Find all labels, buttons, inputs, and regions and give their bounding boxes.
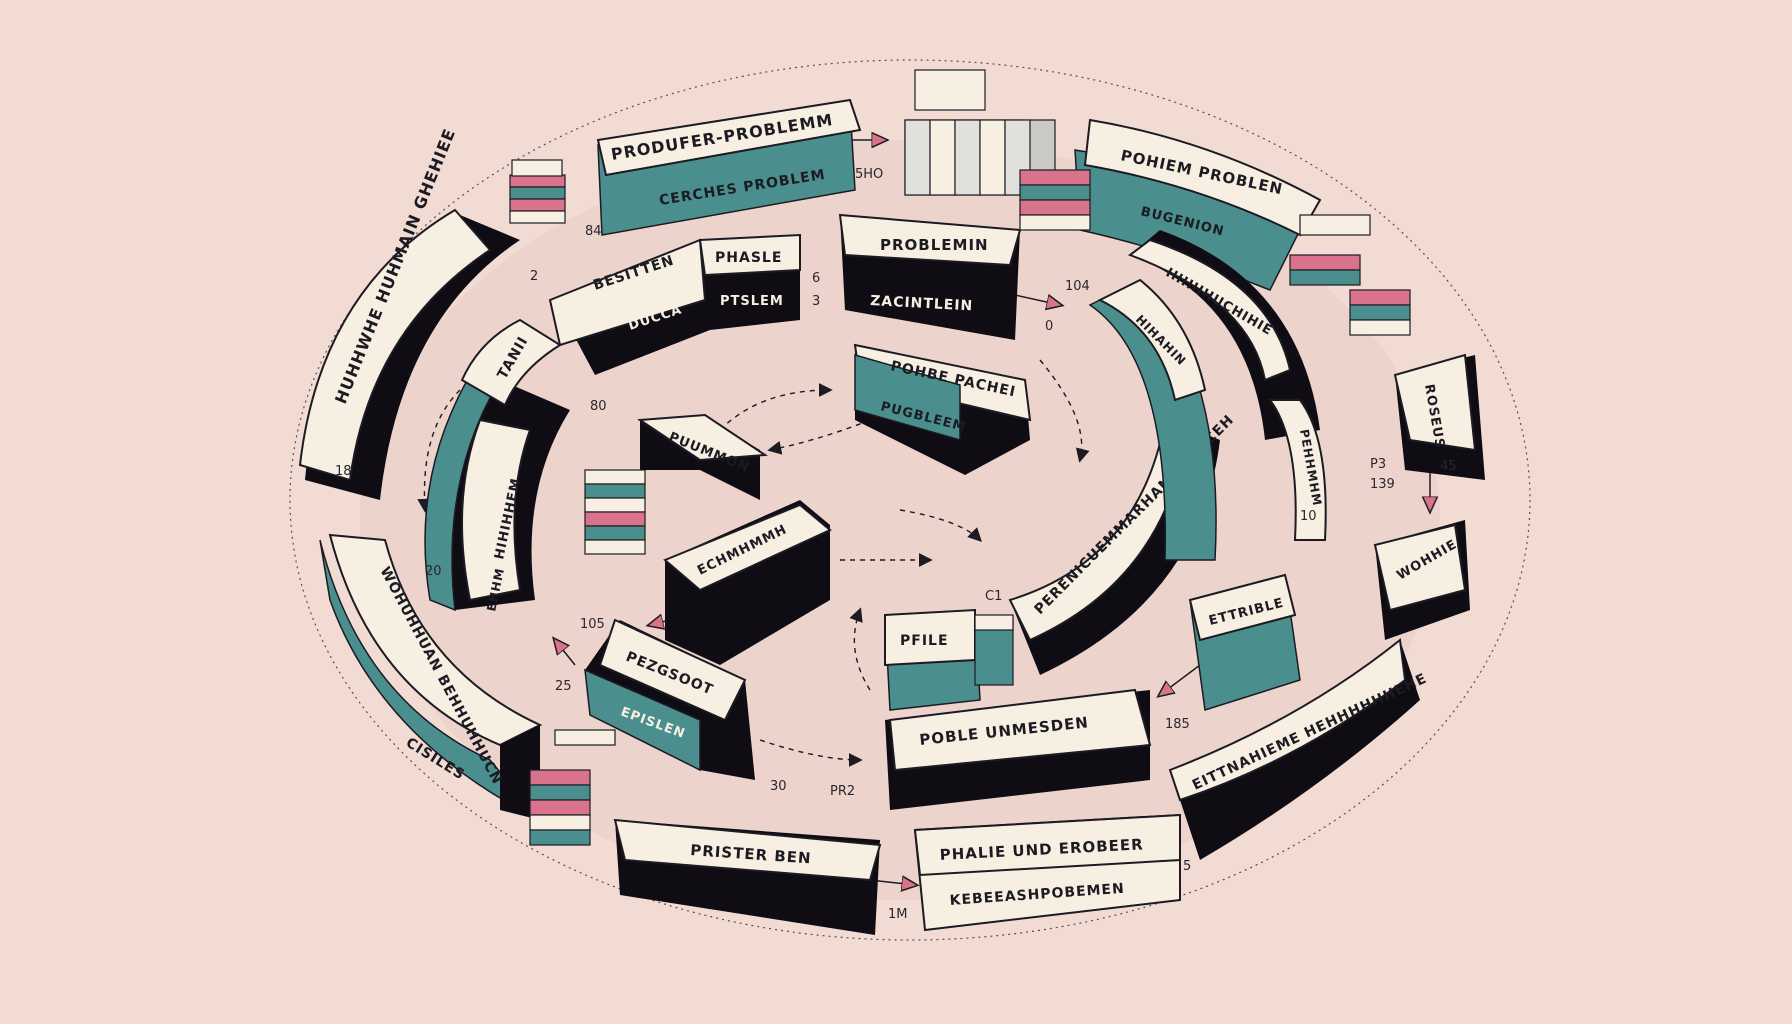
label-phase: PHASLE [715, 250, 782, 266]
step-number: 30 [770, 779, 787, 794]
book-stack [974, 614, 1014, 686]
connector-arrow [1039, 359, 1090, 463]
step-number: P3 [1370, 457, 1386, 472]
book-stack [904, 69, 1091, 231]
ribbon-phase: BESITTEN PHASLE DUCCA PTSLEM [548, 233, 801, 375]
outer-dotted-ellipse [289, 59, 1531, 941]
book-stack [529, 729, 616, 846]
step-number: 139 [1370, 477, 1395, 492]
ribbon-pfile: PFILE [884, 608, 981, 711]
pink-arrow [1014, 295, 1060, 305]
step-number: 3 [812, 294, 820, 309]
ribbon-prister-ben: PRISTER BEN [613, 818, 882, 935]
ribbon-right-outer: ROSEUS WOHHIE [1373, 353, 1485, 640]
step-number: 104 [1065, 279, 1090, 294]
label-problemin: PROBLEMIN [880, 236, 989, 254]
connector-arrow [719, 383, 833, 431]
step-number: 185 [1165, 717, 1190, 732]
ribbon-phalie: PHALIE UND EROBEER KEBEEASHPOBEMEN [913, 813, 1181, 932]
connector-arrow [417, 389, 461, 513]
book-stack [509, 159, 566, 224]
book-stack [584, 469, 646, 555]
step-number: 0 [1045, 319, 1053, 334]
step-number: 18 [335, 464, 352, 479]
ribbon-pezgsoot: PEZGSOOT EPISLEN [584, 618, 755, 780]
book-stacks [509, 69, 1411, 846]
step-number: 1M [888, 907, 908, 922]
step-number: 25 [555, 679, 572, 694]
step-number: 2 [530, 269, 538, 284]
connector-arrow [767, 419, 871, 455]
ribbon-problemin: PROBLEMIN ZACINTLEIN [838, 213, 1022, 340]
step-number: 10 [1300, 509, 1317, 524]
step-number: 5 [1183, 859, 1191, 874]
step-number: 20 [425, 564, 442, 579]
connector-arrow [849, 607, 871, 691]
label-pfile: PFILE [900, 633, 949, 649]
ribbon-center: POHBE PACHEI PUGBLEEM [853, 343, 1032, 475]
step-number: C1 [985, 589, 1002, 604]
step-number: 6 [812, 271, 820, 286]
ribbon-poble-unmesden: POBLE UNMESDEN [885, 688, 1152, 810]
step-number: 105 [580, 617, 605, 632]
step-number: 80 [590, 399, 607, 414]
pink-arrow [555, 640, 576, 666]
label-phase-sub: PTSLEM [720, 294, 784, 309]
book-stack [1289, 214, 1411, 336]
ribbon-center-left: PUUMMON ECHMHMMH [637, 413, 832, 665]
step-number: 84 [585, 224, 602, 239]
connector-arrow [899, 509, 982, 542]
ribbon-left-inner: TANII HIHIHHEM EHHM [424, 318, 570, 613]
ribbon-ettrible: ETTRIBLE [1188, 573, 1301, 711]
label-problemin-sub: ZACINTLEIN [870, 293, 974, 314]
pink-arrow [1160, 664, 1201, 695]
step-number: PR2 [830, 784, 855, 799]
step-number: 5HO [855, 167, 883, 182]
step-number: 45 [1440, 459, 1457, 474]
connector-arrow [759, 739, 863, 767]
